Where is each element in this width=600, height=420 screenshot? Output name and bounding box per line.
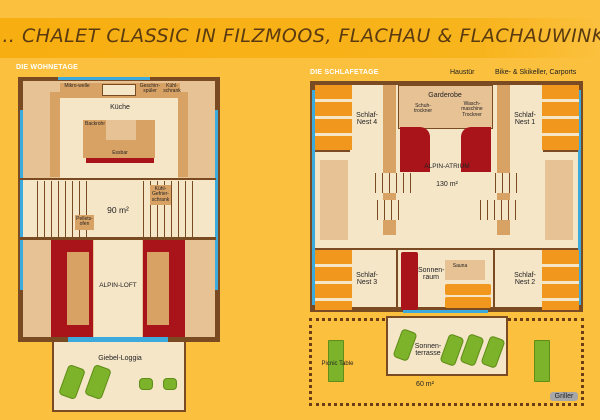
garderobe xyxy=(398,85,493,129)
wall xyxy=(20,178,216,180)
wall xyxy=(493,248,495,310)
window xyxy=(20,110,23,290)
label-haustuer: Haustür xyxy=(450,69,475,76)
cooktop xyxy=(106,120,136,140)
kitchen-counter xyxy=(178,92,188,177)
label-geschirrspueler: Geschirr-spüler xyxy=(139,83,161,95)
label-schuhtrockner: Schuh-trockner xyxy=(413,103,433,115)
beds-nest-3 xyxy=(315,250,352,310)
sofa xyxy=(461,127,491,172)
sauna-bench xyxy=(445,284,491,295)
living-floor-plan: DIE WOHNETAGE Mikro-welle Geschirr-spüle… xyxy=(16,64,220,412)
label-nest1: Schlaf-Nest 1 xyxy=(514,112,536,127)
title-band xyxy=(0,18,600,58)
wall xyxy=(396,248,398,310)
label-nest3: Schlaf-Nest 3 xyxy=(356,272,378,287)
label-terrasse: Sonnen-terrasse xyxy=(414,343,442,358)
label-essbar: Essbar xyxy=(112,150,128,156)
staircase xyxy=(375,173,415,193)
label-waschmaschine: Wasch-maschine Trockner xyxy=(461,101,483,118)
wall xyxy=(20,237,216,240)
picnic-table xyxy=(328,340,344,382)
chair xyxy=(139,378,153,390)
label-picnic: Picnic Table xyxy=(321,361,354,367)
label-kuehlschrank: Kühl-schrank xyxy=(163,83,181,95)
window xyxy=(312,90,315,305)
label-loft: ALPIN-LOFT xyxy=(99,282,137,289)
label-atrium-area: 130 m² xyxy=(436,181,458,188)
beds-nest-4 xyxy=(315,85,352,150)
kitchen-counter xyxy=(50,92,60,177)
label-backrohr: Backrohr xyxy=(84,121,105,127)
sauna xyxy=(445,260,485,280)
staircase xyxy=(495,173,517,193)
label-area: 90 m² xyxy=(107,205,129,215)
bar-stools xyxy=(86,158,154,163)
window xyxy=(58,77,150,80)
label-garden-area: 60 m² xyxy=(416,381,434,388)
label-griller: Griller xyxy=(550,392,578,402)
sauna-bench xyxy=(445,297,491,308)
label-mikrowelle: Mikro-welle xyxy=(64,83,90,89)
picnic-table xyxy=(534,340,550,382)
window xyxy=(578,90,581,305)
chair xyxy=(163,378,177,390)
wall xyxy=(315,248,578,250)
window xyxy=(403,310,488,313)
label-loggia: Giebel-Loggia xyxy=(98,355,142,362)
sofa xyxy=(400,127,430,172)
label-garderobe: Garderobe xyxy=(428,92,462,99)
label-pelletsofen: Pellets-ofen xyxy=(75,215,94,230)
wall xyxy=(543,150,578,152)
bathroom xyxy=(320,160,348,240)
window xyxy=(215,110,218,290)
bathroom xyxy=(545,160,573,240)
label-kueche: Küche xyxy=(110,104,130,111)
daybed xyxy=(401,252,418,310)
sink xyxy=(102,84,136,96)
page-title: … CHALET CLASSIC IN FILZMOOS, FLACHAU & … xyxy=(0,25,600,47)
wardrobe xyxy=(497,85,510,235)
label-nest2: Schlaf-Nest 2 xyxy=(514,272,536,287)
beds-nest-1 xyxy=(542,85,579,150)
hall xyxy=(94,180,142,340)
wardrobe xyxy=(383,85,396,235)
beds-nest-2 xyxy=(542,250,579,310)
staircase xyxy=(377,200,402,220)
label-sauna: Sauna xyxy=(452,263,468,269)
wall xyxy=(315,150,350,152)
table xyxy=(147,252,169,325)
table xyxy=(67,252,89,325)
label-atrium: ALPIN-ATRIUM xyxy=(424,163,470,170)
label-nest4: Schlaf-Nest 4 xyxy=(356,112,378,127)
label-bike: Bike- & Skikeller, Carports xyxy=(495,69,577,76)
window xyxy=(68,337,168,342)
label-sonnenraum: Sonnen-raum xyxy=(418,267,445,282)
sleeping-floor-plan: DIE SCHLAFETAGE Haustür Bike- & Skikelle… xyxy=(300,0,600,420)
label-kuehl-gefrier: Kühl-Gefrier-schrank xyxy=(150,185,171,205)
section-label: DIE SCHLAFETAGE xyxy=(310,69,379,76)
staircase xyxy=(480,200,517,220)
section-label: DIE WOHNETAGE xyxy=(16,64,78,71)
